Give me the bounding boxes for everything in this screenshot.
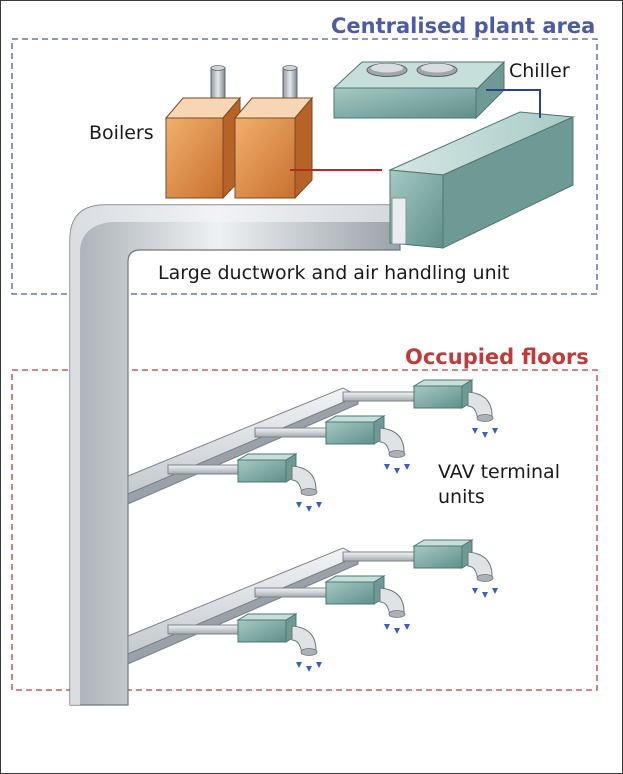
takeoff-pipe [167,624,244,635]
boiler-left [164,65,242,200]
vav-terminal-unit [412,539,498,598]
occupied-floors-group [127,379,498,672]
air-outlet-arrow [404,624,410,630]
vav-label-line1: VAV terminal [438,461,560,483]
floor-1 [127,379,498,512]
vav-terminal-unit [236,613,322,672]
vav-terminal-unit [236,453,322,512]
air-outlet-arrow [394,468,400,474]
air-outlet-arrow [296,662,302,668]
takeoff-pipe [342,551,421,562]
air-outlet-arrow [306,666,312,672]
air-outlet-arrow [492,428,498,434]
vav-units-label: VAV terminal units [438,460,560,510]
vav-terminal-unit [324,575,410,634]
occupied-area-title: Occupied floors [400,345,594,369]
air-outlet-arrow [306,506,312,512]
air-outlet-arrow [472,588,478,594]
air-outlet-arrow [384,624,390,630]
plant-zone-outline [11,38,598,295]
air-outlet-arrow [492,588,498,594]
vav-label-line2: units [438,486,485,508]
air-outlet-arrow [384,464,390,470]
chiller-label: Chiller [509,60,570,82]
chiller-pipe [486,89,541,118]
air-outlet-arrow [472,428,478,434]
air-outlet-arrow [482,432,488,438]
air-outlet-arrow [316,662,322,668]
chiller-unit [332,60,506,120]
vav-terminal-unit [324,415,410,474]
riser-duct [69,204,401,706]
ahu-label: Large ductwork and air handling unit [158,262,510,284]
air-outlet-arrow [482,592,488,598]
boiler-right [233,65,314,200]
takeoff-pipe [254,587,333,598]
vav-terminal-unit [412,379,498,438]
air-outlet-arrow [394,628,400,634]
takeoff-pipe [254,427,333,438]
air-handling-unit [388,111,575,249]
takeoff-pipe [342,391,421,402]
takeoff-pipe [167,464,244,475]
air-outlet-arrow [296,502,302,508]
plant-area-title: Centralised plant area [326,14,601,38]
boilers-label: Boilers [89,122,154,144]
occupied-zone-outline [11,369,598,691]
floor-2 [127,539,498,672]
air-outlet-arrow [316,502,322,508]
air-outlet-arrow [404,464,410,470]
